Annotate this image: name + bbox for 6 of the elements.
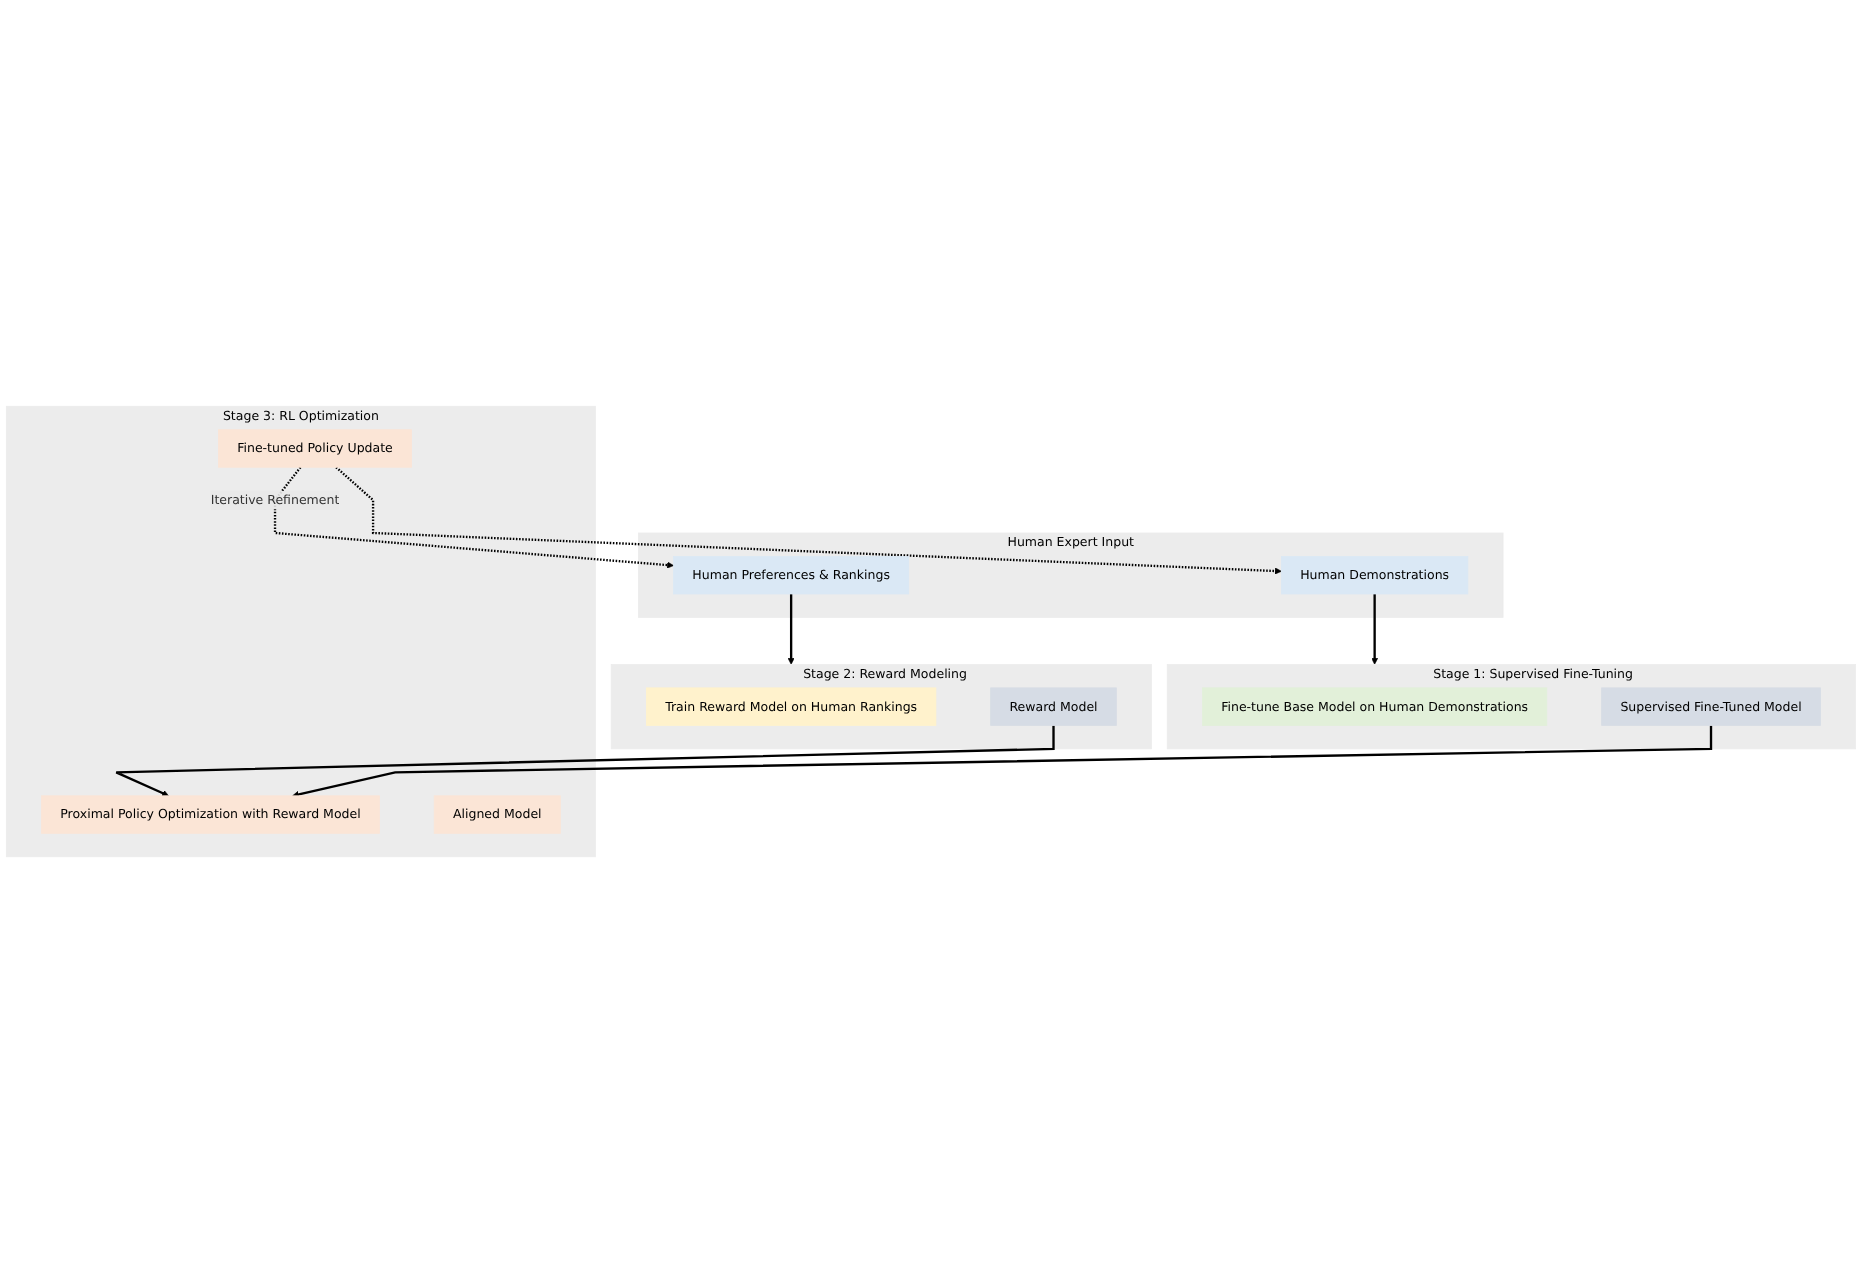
- arrow: [292, 725, 1713, 799]
- arrow: [1371, 594, 1379, 666]
- arrow: [115, 725, 1055, 797]
- arrow: [787, 594, 795, 666]
- arrow: [273, 467, 674, 569]
- arrow: [335, 466, 1282, 575]
